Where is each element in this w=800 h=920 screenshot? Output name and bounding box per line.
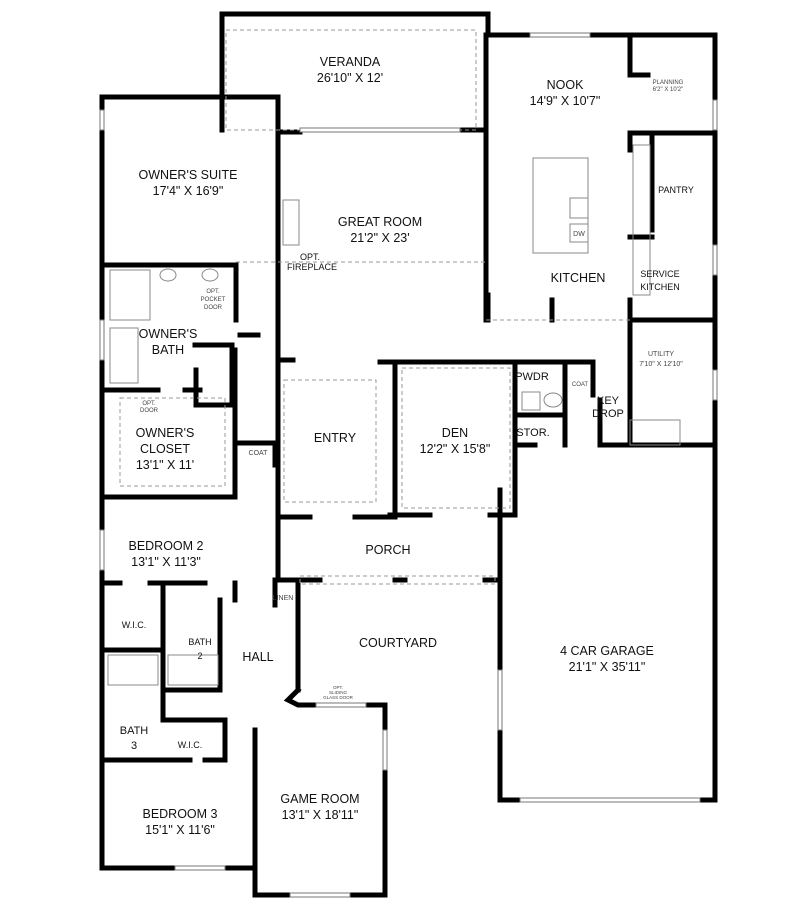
opt-pocket-door-line3: DOOR: [204, 305, 223, 311]
kitchen-label: KITCHEN: [551, 271, 606, 285]
entry-label: ENTRY: [314, 431, 357, 445]
opt-door-line2: DOOR: [140, 408, 159, 414]
linen-label: LINEN: [273, 595, 294, 602]
opt-sliding-line2: SLIDING: [329, 690, 348, 695]
bedroom2-size: 13'1" X 11'3": [131, 555, 201, 569]
opt-fireplace-line1: OPT.: [300, 252, 320, 262]
opt-door-line1: OPT.: [142, 401, 156, 407]
nook-size: 14'9" X 10'7": [530, 94, 601, 108]
garage-size: 21'1" X 35'11": [569, 660, 646, 674]
opt-pocket-door-line2: POCKET: [201, 297, 226, 303]
game-room-label: GAME ROOM: [280, 792, 359, 806]
coat-closet-entry-label: COAT: [249, 450, 269, 457]
owners-closet-line1: OWNER'S: [136, 426, 195, 440]
planning-label: PLANNING: [653, 80, 684, 86]
powder-room-label: PWDR: [515, 371, 549, 383]
planning-size: 6'2" X 10'2": [653, 87, 684, 93]
nook-label: NOOK: [547, 78, 584, 92]
utility-size: 7'10" X 12'10": [639, 361, 683, 368]
opt-sliding-line1: OPT.: [333, 685, 343, 690]
key-drop-line1: KEY: [597, 395, 620, 407]
dishwasher-label: DW: [573, 231, 585, 238]
opt-pocket-door-line1: OPT.: [206, 289, 220, 295]
wic-bedroom3-label: W.I.C.: [178, 740, 203, 750]
opt-sliding-line3: GLASS DOOR: [323, 695, 354, 700]
den-label: DEN: [442, 426, 468, 440]
room-labels: VERANDA 26'10" X 12' NOOK 14'9" X 10'7" …: [120, 55, 694, 837]
bedroom3-label: BEDROOM 3: [142, 807, 217, 821]
owners-suite-label: OWNER'S SUITE: [139, 168, 238, 182]
hall-label: HALL: [242, 650, 273, 664]
opt-fireplace-line2: FIREPLACE: [287, 262, 337, 272]
fixtures-and-dashed-lines: [99, 29, 718, 898]
bedroom3-size: 15'1" X 11'6": [145, 823, 215, 837]
bedroom2-label: BEDROOM 2: [128, 539, 203, 553]
great-room-size: 21'2" X 23': [350, 231, 409, 245]
utility-label: UTILITY: [648, 351, 674, 358]
veranda-size: 26'10" X 12': [317, 71, 383, 85]
bath3-line1: BATH: [120, 725, 149, 737]
bath2-line1: BATH: [188, 637, 211, 647]
owners-suite-size: 17'4" X 16'9": [153, 184, 224, 198]
service-kitchen-line2: KITCHEN: [640, 282, 680, 292]
coat-closet-kitchen-label: COAT: [572, 382, 589, 388]
key-drop-line2: DROP: [592, 408, 624, 420]
garage-label: 4 CAR GARAGE: [560, 644, 654, 658]
porch-label: PORCH: [365, 543, 410, 557]
owners-bath-line2: BATH: [152, 343, 184, 357]
owners-bath-line1: OWNER'S: [139, 327, 198, 341]
bath2-line2: 2: [197, 651, 202, 661]
game-room-size: 13'1" X 18'11": [282, 808, 359, 822]
storage-label: STOR.: [516, 427, 549, 439]
owners-closet-line2: CLOSET: [140, 442, 190, 456]
great-room-label: GREAT ROOM: [338, 215, 422, 229]
service-kitchen-line1: SERVICE: [640, 269, 679, 279]
den-size: 12'2" X 15'8": [420, 442, 491, 456]
bath3-line2: 3: [131, 740, 137, 752]
owners-closet-size: 13'1" X 11': [136, 458, 194, 472]
courtyard-label: COURTYARD: [359, 636, 437, 650]
pantry-label: PANTRY: [658, 185, 694, 195]
walls: [99, 11, 718, 898]
wic-bedroom2-label: W.I.C.: [122, 620, 147, 630]
veranda-label: VERANDA: [320, 55, 381, 69]
